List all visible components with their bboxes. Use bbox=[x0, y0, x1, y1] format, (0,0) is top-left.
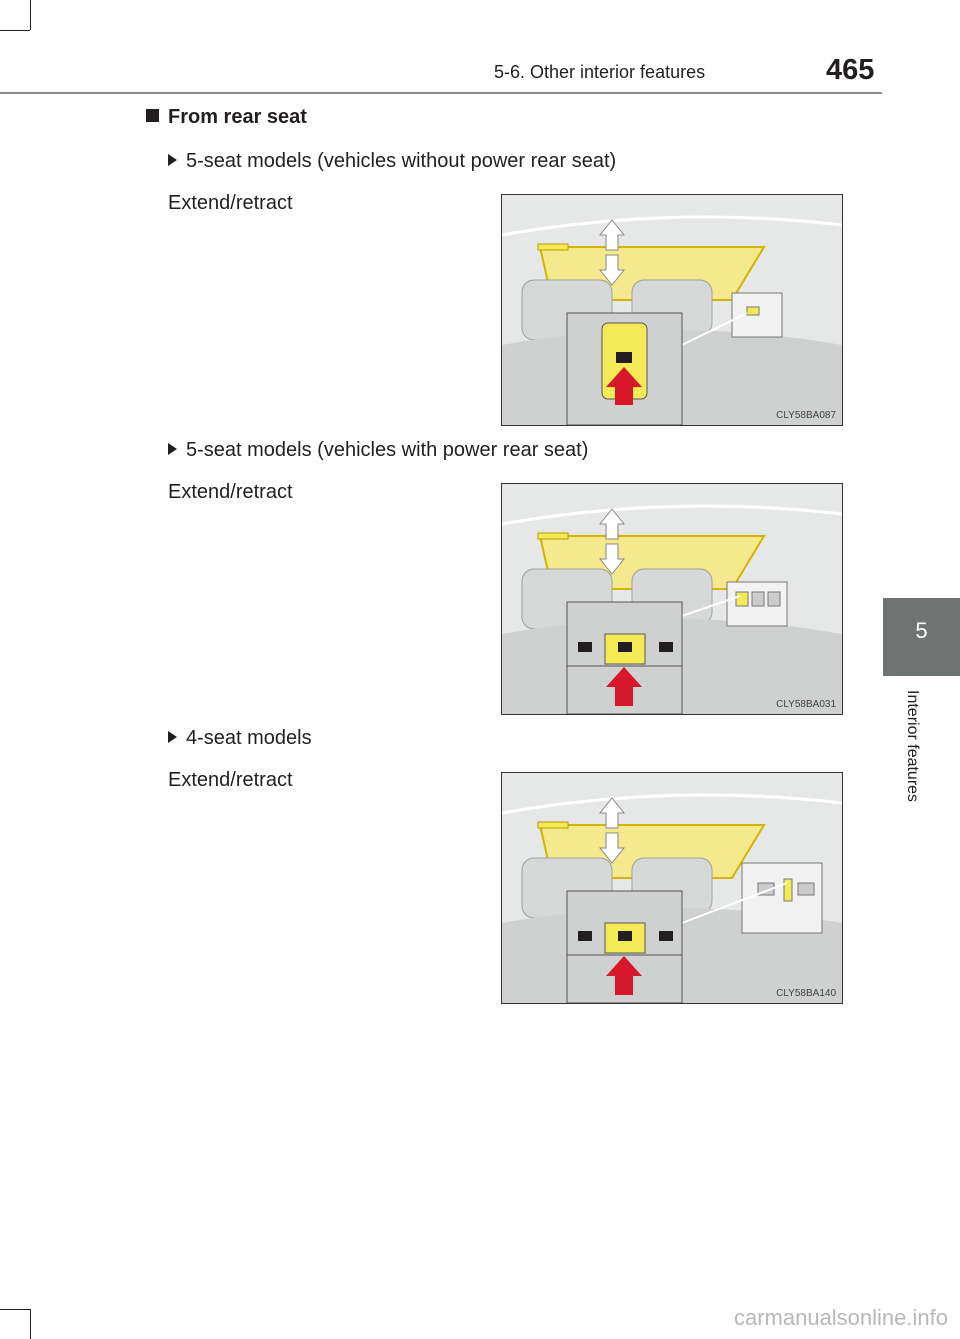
crop-mark bbox=[30, 0, 31, 30]
model-bullet: 5-seat models (vehicles without power re… bbox=[168, 150, 616, 173]
square-bullet-icon bbox=[146, 109, 159, 122]
figure-code: CLY58BA087 bbox=[776, 410, 836, 421]
instruction-text: Extend/retract bbox=[168, 192, 293, 214]
chapter-tab[interactable]: 5 bbox=[883, 598, 960, 676]
model-text: 5-seat models (vehicles with power rear … bbox=[186, 439, 589, 461]
crop-mark bbox=[30, 1309, 31, 1339]
crop-mark bbox=[0, 1309, 30, 1310]
header-rule bbox=[0, 92, 882, 94]
crop-mark bbox=[0, 30, 30, 31]
chapter-number: 5 bbox=[915, 618, 928, 643]
illustration-graphic bbox=[502, 484, 842, 714]
triangle-bullet-icon bbox=[168, 154, 177, 166]
triangle-bullet-icon bbox=[168, 443, 177, 455]
section-heading: From rear seat bbox=[146, 106, 307, 129]
triangle-bullet-icon bbox=[168, 731, 177, 743]
watermark: carmanualsonline.info bbox=[733, 1305, 948, 1330]
model-bullet: 4-seat models bbox=[168, 727, 312, 750]
chapter-title: Interior features bbox=[904, 690, 921, 803]
illustration-graphic bbox=[502, 195, 842, 425]
model-bullet: 5-seat models (vehicles with power rear … bbox=[168, 439, 588, 462]
instruction-text: Extend/retract bbox=[168, 769, 293, 791]
page-number: 465 bbox=[826, 54, 875, 86]
rear-switch-illustration: CLY58BA031 bbox=[501, 483, 843, 715]
heading-text: From rear seat bbox=[168, 106, 307, 128]
figure-code: CLY58BA031 bbox=[776, 699, 836, 710]
model-text: 5-seat models (vehicles without power re… bbox=[186, 150, 617, 172]
model-text: 4-seat models bbox=[186, 727, 312, 749]
rear-switch-illustration: CLY58BA087 bbox=[501, 194, 843, 426]
rear-switch-illustration: CLY58BA140 bbox=[501, 772, 843, 1004]
illustration-graphic bbox=[502, 773, 842, 1003]
figure-code: CLY58BA140 bbox=[776, 988, 836, 999]
section-title: 5-6. Other interior features bbox=[494, 62, 706, 82]
instruction-text: Extend/retract bbox=[168, 481, 293, 503]
